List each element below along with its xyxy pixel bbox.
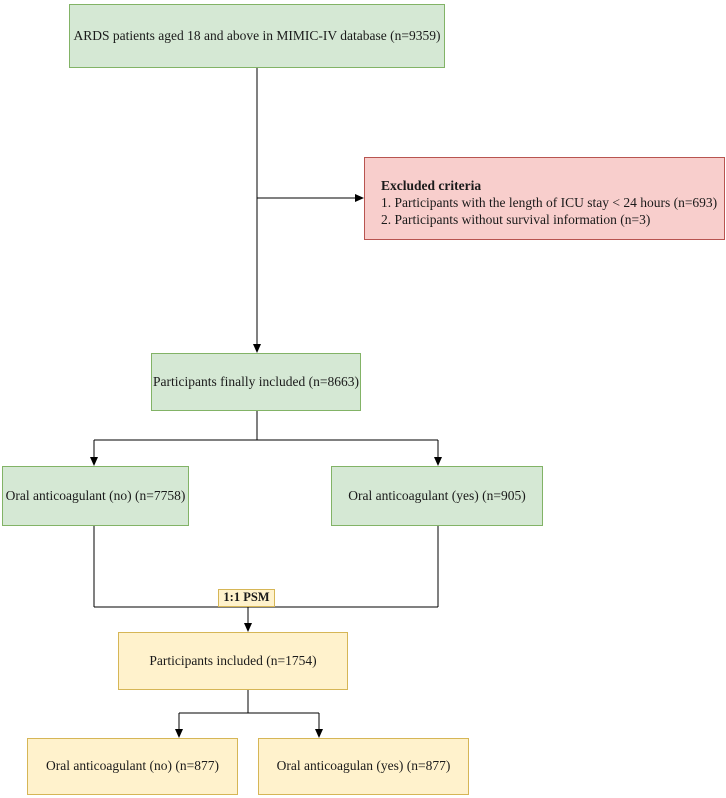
excluded-criteria-item-1: 1. Participants with the length of ICU s… [381,194,718,210]
start-population-text: ARDS patients aged 18 and above in MIMIC… [73,27,441,43]
anticoagulant-yes-box: Oral anticoagulant (yes) (n=905) [331,466,543,526]
anticoagulant-no-text: Oral anticoagulant (no) (n=7758) [5,487,186,503]
matched-yes-box: Oral anticoagulan (yes) (n=877) [258,738,469,795]
matched-no-text: Oral anticoagulant (no) (n=877) [46,758,219,774]
anticoagulant-no-box: Oral anticoagulant (no) (n=7758) [2,466,189,526]
excluded-criteria-title: Excluded criteria [381,178,482,193]
matched-yes-text: Oral anticoagulan (yes) (n=877) [276,758,451,774]
excluded-criteria-box: Excluded criteria 1. Participants with t… [364,157,725,240]
psm-included-box: Participants included (n=1754) [118,632,348,690]
excluded-criteria-item-2: 2. Participants without survival informa… [381,211,651,227]
psm-label-text: 1:1 PSM [223,590,270,605]
psm-label: 1:1 PSM [218,589,275,607]
matched-no-box: Oral anticoagulant (no) (n=877) [27,738,238,795]
final-included-text: Participants finally included (n=8663) [153,373,359,389]
start-population-box: ARDS patients aged 18 and above in MIMIC… [69,4,445,68]
psm-included-text: Participants included (n=1754) [149,652,317,668]
final-included-box: Participants finally included (n=8663) [151,353,361,411]
anticoagulant-yes-text: Oral anticoagulant (yes) (n=905) [348,487,526,503]
